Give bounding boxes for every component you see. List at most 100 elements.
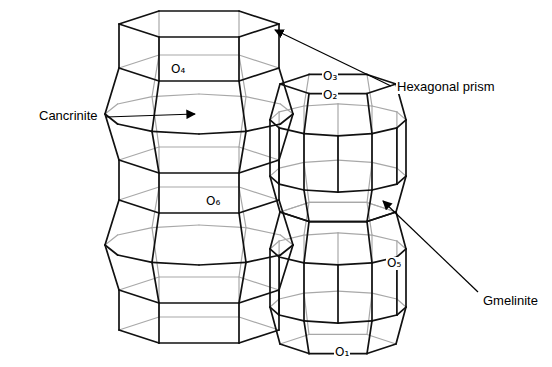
prism-edge (159, 36, 239, 38)
cancrinite-edge (105, 68, 119, 114)
cancrinite-edge (279, 245, 293, 290)
gmelinite-edge (304, 160, 338, 162)
prism-edge (118, 290, 120, 330)
atom-label: O₁ (334, 346, 350, 359)
gmelinite-edge (338, 134, 372, 136)
gmelinite-edge (338, 190, 372, 192)
cancrinite-edge (199, 262, 246, 265)
prism-edge (159, 54, 239, 55)
gmelinite-edge (279, 293, 304, 299)
gmelinite-edge (367, 222, 372, 263)
gmelinite-edge (304, 263, 338, 265)
cancrinite-edge (105, 245, 119, 290)
gmelinite-edge (279, 315, 304, 321)
gmelinite-edge (280, 344, 309, 354)
prism-edge (159, 342, 239, 344)
cancrinite-edge (152, 131, 159, 173)
gmelinite-edge (367, 344, 396, 354)
gmelinite-edge (270, 249, 279, 257)
gmelinite-edge (280, 74, 309, 84)
gmelinite-edge (279, 257, 304, 263)
gmelinite-edge (278, 257, 280, 315)
cancrinite-edge (152, 213, 159, 262)
gmelinite-edge (367, 212, 396, 222)
cancrinite-edge (199, 225, 246, 228)
leader-arrow (106, 114, 195, 117)
gmelinite-edge (269, 120, 271, 176)
gmelinite-edge (279, 128, 304, 134)
gmelinite-edge (371, 263, 373, 321)
gmelinite-edge (270, 299, 279, 307)
prism-edge (119, 11, 159, 24)
gmelinite-edge (304, 222, 309, 263)
cancrinite-edge (199, 131, 246, 134)
cancrinite-edge (118, 97, 152, 104)
gmelinite-edge (367, 202, 396, 212)
prism-edge (239, 68, 279, 81)
atom-label: O₆ (205, 195, 221, 208)
prism-edge (119, 68, 159, 81)
cancrinite-edge (239, 262, 246, 303)
gmelinite-edge (367, 94, 372, 134)
cancrinite-edge (239, 131, 246, 173)
gmelinite-edge (337, 265, 339, 323)
gmelinite-edge (270, 176, 280, 212)
gmelinite-edge (372, 162, 397, 168)
gmelinite-edge (304, 104, 338, 106)
gmelinite-edge (372, 235, 397, 241)
gmelinite-edge (279, 162, 304, 168)
gmelinite-edge (270, 120, 279, 128)
gmelinite-edge (396, 128, 398, 184)
gmelinite-edge (280, 212, 309, 222)
gmelinite-edge (280, 84, 309, 94)
gmelinite-edge (304, 233, 338, 235)
gmelinite-edge (405, 120, 407, 176)
gmelinite-edge (280, 334, 309, 344)
gmelinite-edge (372, 128, 397, 134)
gmelinite-edge (367, 212, 396, 222)
gmelinite-edge (397, 120, 406, 128)
gmelinite-edge (304, 321, 338, 323)
prism-edge (238, 173, 240, 213)
prism-edge (238, 37, 240, 81)
cancrinite-edge (105, 200, 119, 245)
gmelinite-edge (338, 104, 372, 106)
gmelinite-edge (270, 307, 280, 344)
prism-edge (239, 200, 279, 213)
prism-edge (159, 186, 239, 187)
gmelinite-edge (270, 84, 280, 120)
atom-label: O₅ (386, 257, 402, 270)
gmelinite-edge (309, 202, 367, 203)
gmelinite-edge (338, 291, 372, 293)
prism-edge (159, 146, 239, 147)
prism-edge (119, 317, 159, 330)
prism-edge (158, 173, 160, 213)
leader-arrow (275, 30, 391, 86)
cancrinite-edge (152, 81, 159, 131)
part-label: Gmelinite (482, 294, 539, 308)
prism-edge (119, 290, 159, 303)
prism-edge (119, 24, 159, 37)
prism-edge (239, 277, 279, 290)
atom-label: O₃ (322, 70, 338, 83)
gmelinite-edge (367, 321, 372, 354)
prism-edge (119, 160, 159, 173)
gmelinite-edge (367, 190, 372, 222)
gmelinite-edge (367, 334, 396, 344)
cancrinite-edge (152, 94, 199, 97)
prism-edge (119, 147, 159, 160)
gmelinite-edge (371, 134, 373, 190)
gmelinite-edge (337, 136, 339, 192)
gmelinite-edge (309, 221, 367, 223)
gmelinite-edge (367, 202, 396, 212)
gmelinite-edge (338, 233, 372, 235)
prism-edge (239, 11, 279, 24)
prism-edge (119, 187, 159, 200)
prism-edge (238, 303, 240, 343)
gmelinite-edge (397, 249, 406, 257)
cancrinite-edge (279, 200, 293, 245)
gmelinite-edge (372, 315, 397, 321)
part-label: Hexagonal prism (396, 80, 496, 94)
cancrinite-edge (279, 68, 293, 114)
gmelinite-edge (309, 202, 367, 203)
